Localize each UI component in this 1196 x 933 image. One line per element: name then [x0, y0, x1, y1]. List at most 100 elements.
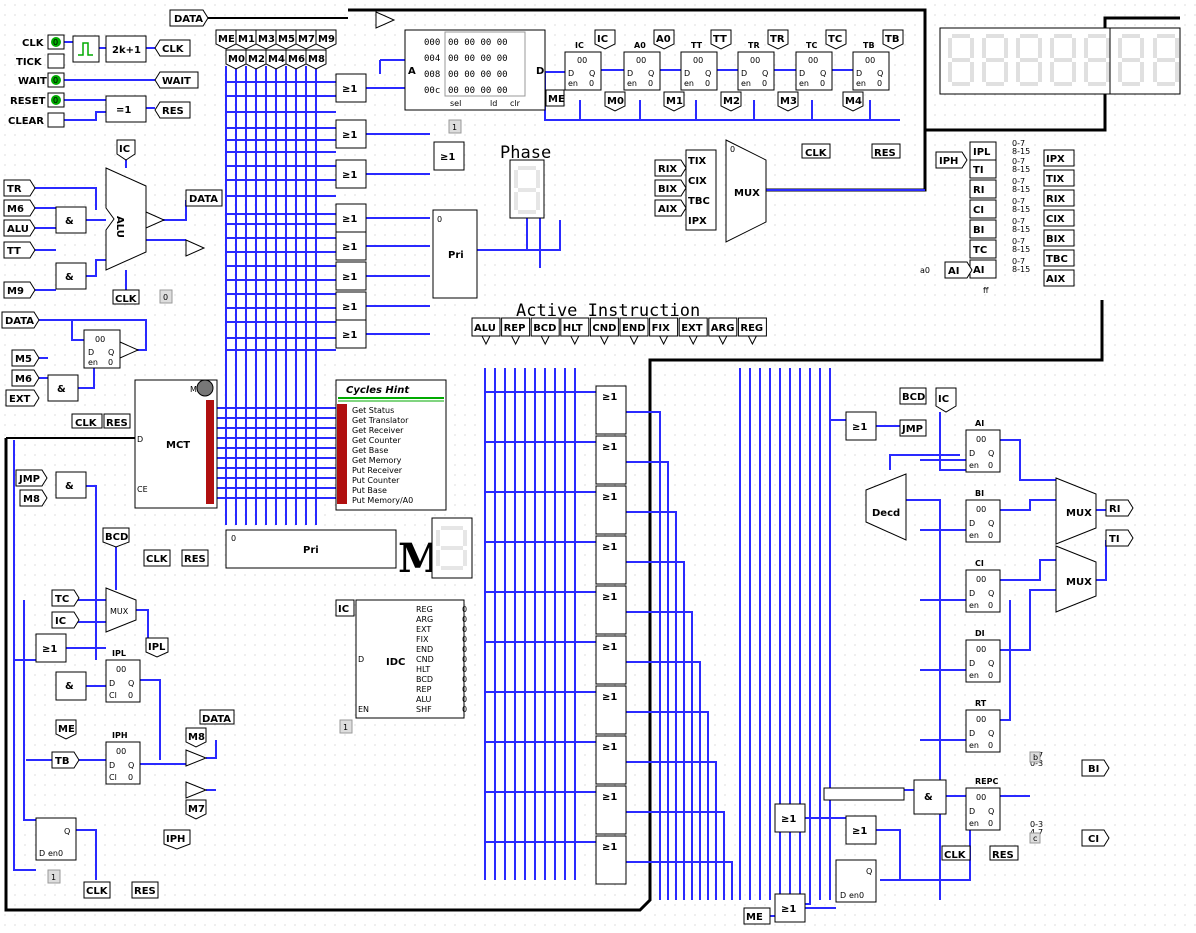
data-tunnel-top[interactable]: DATA	[169, 9, 209, 27]
svg-text:D: D	[358, 655, 364, 664]
svg-text:0: 0	[462, 695, 467, 704]
svg-text:1: 1	[343, 723, 348, 732]
svg-text:00: 00	[693, 56, 703, 65]
svg-text:≥1: ≥1	[342, 272, 357, 283]
ext-tunnel[interactable]: EXT	[5, 389, 40, 407]
ti-output[interactable]: TI	[1105, 529, 1134, 547]
svg-text:TC: TC	[55, 594, 69, 605]
reg-tunnel-tt: TT	[710, 29, 732, 50]
reg-tunnel-tc: TC	[825, 29, 847, 50]
svg-text:0-3: 0-3	[1030, 820, 1043, 829]
svg-text:&: &	[65, 272, 74, 283]
svg-text:TI: TI	[1109, 534, 1120, 545]
svg-text:&: &	[65, 681, 74, 692]
input-pin-tick[interactable]	[47, 53, 65, 69]
svg-text:00: 00	[976, 645, 986, 654]
m5-tunnel[interactable]: M5	[11, 349, 40, 367]
svg-text:0: 0	[705, 79, 710, 88]
svg-text:≥1: ≥1	[42, 644, 57, 655]
alu-input-alu[interactable]: ALU	[3, 219, 36, 237]
svg-text:TR: TR	[748, 41, 760, 50]
input-pin-clk[interactable]: 0	[47, 34, 65, 50]
ip-split-block: IPHIPL0-78-15TI0-78-15RI0-78-15CI0-78-15…	[920, 139, 1075, 295]
mux-in-rix[interactable]: RIX	[654, 159, 687, 177]
svg-text:TT: TT	[7, 246, 21, 257]
svg-text:ff: ff	[983, 286, 989, 295]
svg-text:BCD: BCD	[416, 675, 433, 684]
input-pin-reset[interactable]: 0	[47, 92, 65, 108]
svg-text:00: 00	[976, 505, 986, 514]
svg-text:8-15: 8-15	[1012, 245, 1030, 254]
svg-text:en: en	[568, 79, 578, 88]
cycles-hint-item: Get Memory	[352, 456, 402, 465]
svg-text:M6: M6	[15, 374, 32, 385]
counter-box	[105, 35, 147, 63]
or-gate	[335, 231, 367, 261]
or-gate	[595, 835, 627, 885]
iph-tunnel[interactable]: IPH	[935, 151, 968, 169]
svg-text:8-15: 8-15	[1012, 147, 1030, 156]
m6-tunnel[interactable]: M6	[11, 369, 40, 387]
alu-input-tt[interactable]: TT	[3, 241, 36, 259]
svg-text:≥1: ≥1	[440, 152, 455, 163]
svg-text:≥1: ≥1	[342, 170, 357, 181]
input-pin-wait[interactable]: 0	[47, 72, 65, 88]
reg-out-m2: M2	[720, 91, 742, 112]
mux-in-aix[interactable]: AIX	[654, 199, 687, 217]
ic-tunnel-left[interactable]: IC	[51, 611, 80, 629]
tunnel-m4: M4	[265, 49, 287, 70]
svg-text:TT: TT	[691, 41, 703, 50]
input-pin-clear[interactable]	[47, 112, 65, 128]
svg-text:Q: Q	[988, 519, 994, 528]
svg-text:0: 0	[988, 531, 993, 540]
tunnel-m2: M2	[245, 49, 267, 70]
clk-tunnel[interactable]: CLK	[154, 39, 191, 57]
cycles-hint-title: Cycles Hint	[346, 385, 410, 396]
svg-text:D: D	[856, 69, 862, 78]
me-tunnel-left: ME	[55, 719, 77, 740]
svg-text:0: 0	[877, 79, 882, 88]
m8-tunnel[interactable]: M8	[19, 489, 48, 507]
tb-tunnel[interactable]: TB	[51, 751, 80, 769]
ci-tunnel-right[interactable]: CI	[1081, 829, 1110, 847]
svg-text:0-7: 0-7	[1012, 157, 1025, 166]
res-tunnel[interactable]: RES	[154, 101, 191, 119]
alu-input-tr[interactable]: TR	[3, 179, 36, 197]
svg-text:Q: Q	[866, 867, 872, 876]
svg-text:0: 0	[462, 685, 467, 694]
svg-text:0: 0	[988, 671, 993, 680]
svg-text:00: 00	[976, 575, 986, 584]
mux-in-bix[interactable]: BIX	[654, 179, 687, 197]
svg-text:Q: Q	[128, 761, 134, 770]
and-gate-alu2	[55, 262, 87, 290]
alu-input-m6[interactable]: M6	[3, 199, 36, 217]
svg-text:EN: EN	[358, 705, 369, 714]
svg-text:RES: RES	[162, 106, 184, 117]
svg-text:M2: M2	[723, 96, 740, 107]
data-tunnel-mid[interactable]: DATA	[1, 311, 40, 329]
alu-input-m9[interactable]: M9	[3, 281, 36, 299]
svg-text:CND: CND	[416, 655, 434, 664]
svg-text:D: D	[969, 659, 975, 668]
svg-text:IPL: IPL	[973, 147, 991, 158]
svg-text:M6: M6	[288, 54, 305, 65]
svg-text:FIX: FIX	[652, 323, 671, 334]
svg-text:D: D	[627, 69, 633, 78]
svg-text:IC: IC	[119, 144, 130, 155]
svg-text:Q: Q	[108, 348, 114, 357]
ai-tunnel[interactable]: AI	[944, 261, 973, 279]
svg-text:EXT: EXT	[9, 394, 31, 405]
jmp-tunnel[interactable]: JMP	[15, 469, 48, 487]
wait-tunnel[interactable]: WAIT	[154, 71, 199, 89]
svg-text:0-7: 0-7	[1012, 237, 1025, 246]
data-tunnel-alu[interactable]: DATA	[185, 189, 223, 207]
svg-text:00: 00	[750, 56, 760, 65]
svg-text:en: en	[969, 461, 979, 470]
svg-text:CLK: CLK	[115, 294, 138, 305]
svg-text:AI: AI	[975, 419, 984, 428]
bi-tunnel-right[interactable]: BI	[1081, 759, 1110, 777]
ri-output[interactable]: RI	[1105, 499, 1134, 517]
tc-tunnel[interactable]: TC	[51, 589, 80, 607]
